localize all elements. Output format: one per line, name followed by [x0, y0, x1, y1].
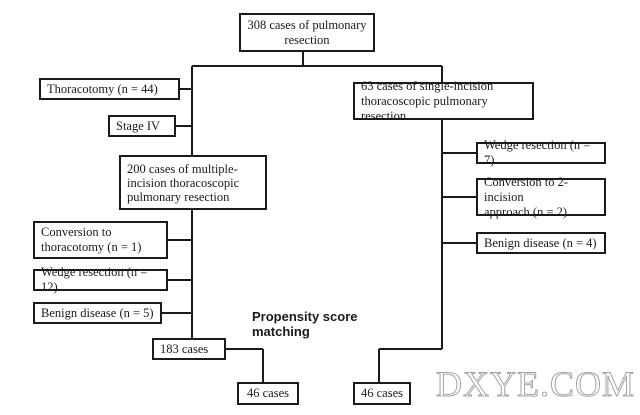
- benign-disease-single-box: Benign disease (n = 4): [476, 232, 606, 254]
- cases-183-box: 183 cases: [152, 338, 226, 360]
- single-incision-box: 63 cases of single-incision thoracoscopi…: [353, 79, 534, 123]
- wedge-resection-single-box: Wedge resection (n = 7): [476, 138, 606, 167]
- thoracotomy-excluded-box: Thoracotomy (n = 44): [39, 78, 180, 100]
- multi-incision-box: 200 cases of multiple- incision thoracos…: [119, 155, 267, 210]
- stage-iv-excluded-box: Stage IV: [108, 115, 176, 137]
- conversion-thoracotomy-box: Conversion to thoracotomy (n = 1): [33, 221, 168, 259]
- wedge-resection-multi-box: Wedge resection (n = 12): [33, 265, 168, 294]
- matched-single-incision-box: 46 cases: [353, 382, 411, 405]
- propensity-score-matching-label: Propensity score matching: [252, 309, 358, 339]
- matched-multi-incision-box: 46 cases: [237, 382, 299, 405]
- benign-disease-multi-box: Benign disease (n = 5): [33, 302, 162, 324]
- total-cases-box: 308 cases of pulmonary resection: [239, 13, 375, 52]
- conversion-2-incision-box: Conversion to 2-incision approach (n = 2…: [476, 175, 606, 219]
- watermark: DXYE.COM: [435, 364, 636, 405]
